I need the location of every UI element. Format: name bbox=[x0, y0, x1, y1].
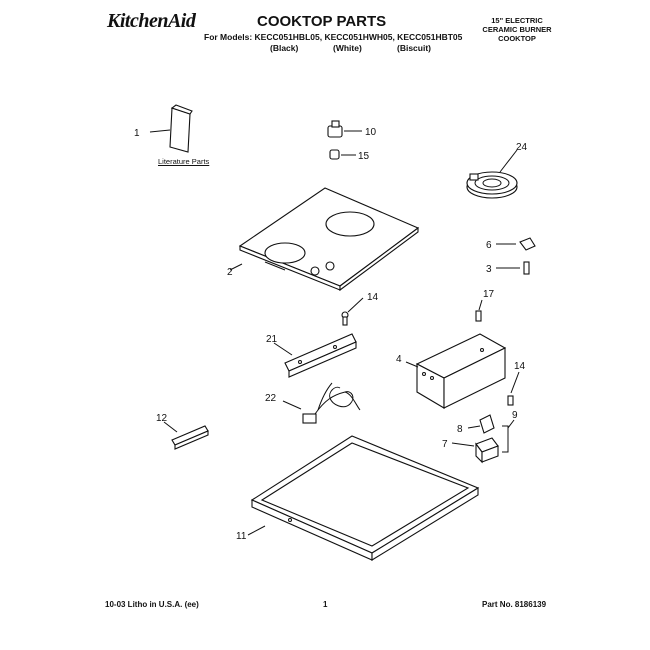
clip-part-9 bbox=[502, 419, 515, 453]
callout-11: 11 bbox=[236, 531, 247, 542]
screw-part-17 bbox=[475, 299, 483, 322]
knob-part bbox=[327, 120, 362, 138]
product-description: 15" ELECTRIC CERAMIC BURNER COOKTOP bbox=[474, 16, 560, 43]
screw-part-14-lower bbox=[507, 371, 520, 406]
desc-line-1: 15" ELECTRIC bbox=[491, 16, 543, 25]
desc-line-3: COOKTOP bbox=[498, 34, 536, 43]
callout-6: 6 bbox=[486, 240, 492, 251]
bottom-box bbox=[247, 435, 480, 561]
callout-21: 21 bbox=[266, 334, 278, 345]
page-number: 1 bbox=[323, 600, 328, 609]
desc-line-2: CERAMIC BURNER bbox=[482, 25, 552, 34]
callout-10: 10 bbox=[365, 127, 377, 138]
callout-17: 17 bbox=[483, 289, 495, 300]
mount-bracket bbox=[467, 414, 495, 434]
callout-2: 2 bbox=[227, 267, 233, 278]
callout-3: 3 bbox=[486, 264, 492, 275]
part-number: Part No. 8186139 bbox=[482, 600, 547, 609]
callout-24: 24 bbox=[516, 142, 528, 153]
callout-4: 4 bbox=[396, 354, 402, 365]
small-bracket bbox=[163, 421, 209, 450]
callout-14-lower: 14 bbox=[514, 361, 526, 372]
screw-part-14-upper bbox=[341, 297, 364, 326]
callout-8: 8 bbox=[457, 424, 463, 435]
callout-12: 12 bbox=[156, 413, 168, 424]
switch-part bbox=[451, 437, 499, 464]
clip-part bbox=[496, 237, 536, 251]
color-white: (White) bbox=[333, 43, 362, 53]
callout-7: 7 bbox=[442, 439, 448, 450]
control-box bbox=[405, 333, 507, 409]
knob-insert-part bbox=[329, 149, 356, 160]
callout-22: 22 bbox=[265, 393, 277, 404]
literature-booklet bbox=[149, 104, 193, 153]
page-title: COOKTOP PARTS bbox=[257, 13, 387, 30]
litho-note: 10-03 Litho in U.S.A. (ee) bbox=[105, 600, 199, 609]
screw-part bbox=[496, 261, 530, 275]
brand-logo: KitchenAid bbox=[107, 10, 196, 32]
callout-14-upper: 14 bbox=[367, 292, 379, 303]
callout-9: 9 bbox=[512, 410, 518, 421]
burner-element bbox=[466, 149, 518, 199]
callout-1: 1 bbox=[134, 128, 140, 139]
glass-cooktop bbox=[229, 187, 420, 292]
control-bracket bbox=[273, 333, 357, 378]
wire-harness bbox=[282, 382, 361, 424]
color-biscuit: (Biscuit) bbox=[397, 43, 431, 53]
model-list: For Models: KECC051HBL05, KECC051HWH05, … bbox=[204, 32, 463, 42]
callout-15: 15 bbox=[358, 151, 370, 162]
color-black: (Black) bbox=[270, 43, 299, 53]
literature-label: Literature Parts bbox=[158, 157, 210, 166]
